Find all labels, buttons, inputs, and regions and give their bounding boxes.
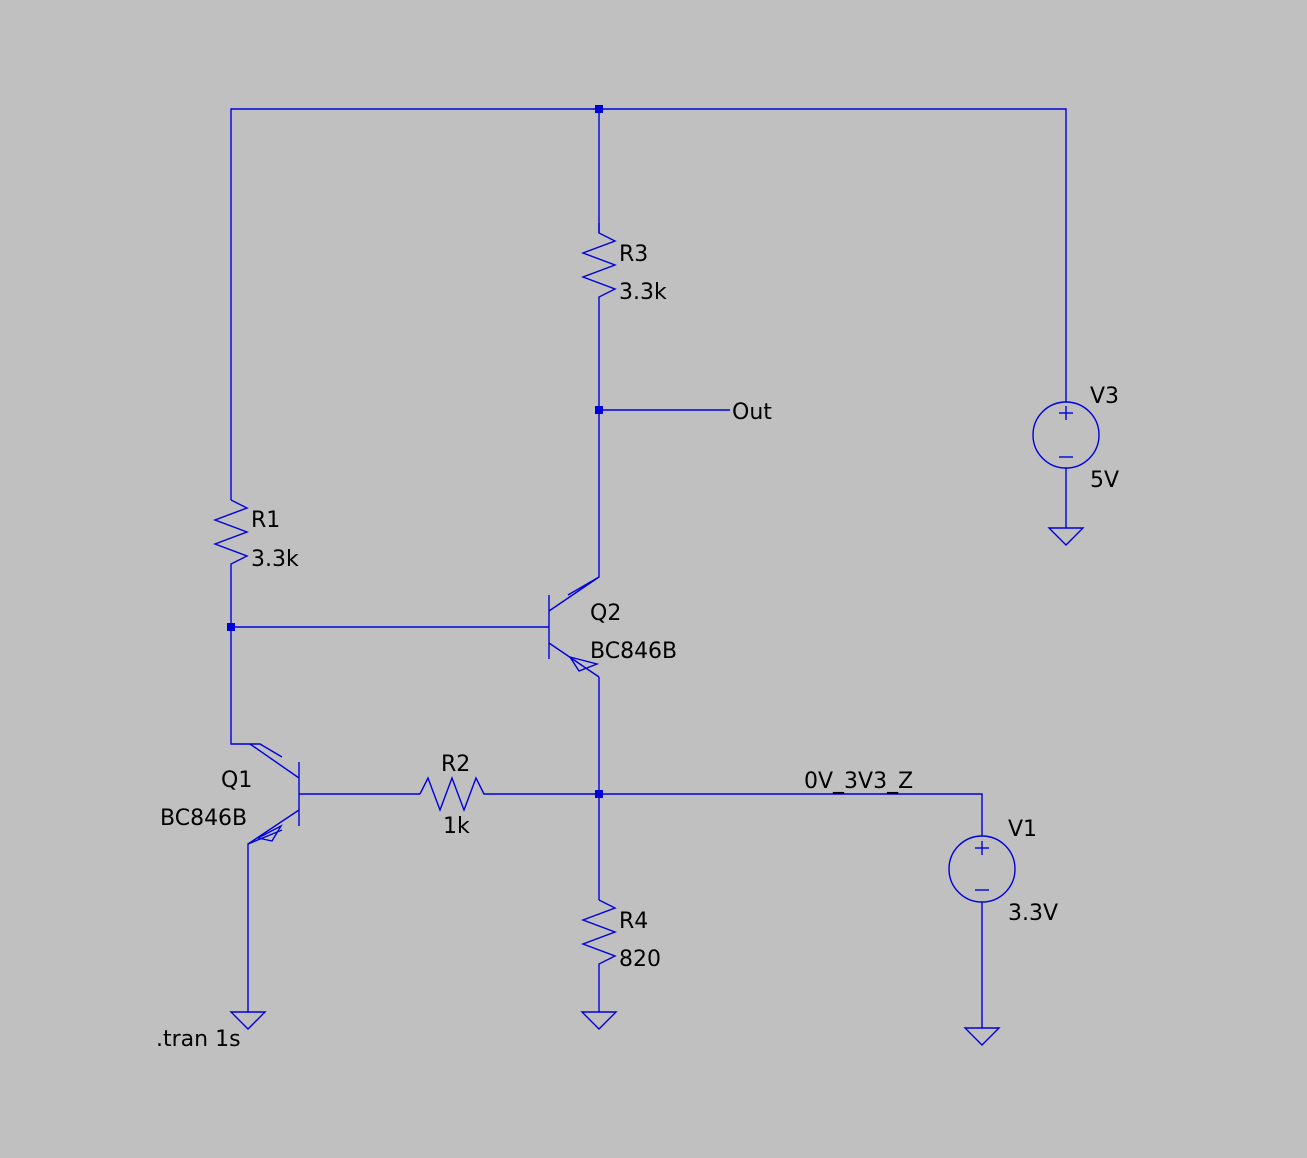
junction-dot <box>595 105 603 113</box>
voltage-source-v1-value: 3.3V <box>1008 901 1058 926</box>
resistor-r4[interactable]: R4 820 <box>581 899 661 972</box>
resistor-r3-name: R3 <box>619 242 648 267</box>
resistor-r4-symbol <box>581 899 617 970</box>
voltage-source-v3-body <box>1032 401 1100 469</box>
resistor-r2-name: R2 <box>441 752 470 777</box>
wire-r1-q1-collector <box>230 570 283 758</box>
resistor-r4-value: 820 <box>619 947 661 972</box>
wire-r2-v1 <box>490 793 983 836</box>
resistor-r1-value: 3.3k <box>251 547 299 572</box>
wires <box>230 108 1067 1028</box>
transistor-q2-emitter <box>548 642 600 678</box>
ground-icon <box>1047 527 1085 546</box>
transistor-q1-model: BC846B <box>160 806 247 831</box>
transistor-q2-collector <box>548 576 600 612</box>
ground-icon <box>229 1011 267 1030</box>
wire-top-rail <box>230 108 1067 500</box>
resistor-r1-symbol <box>213 499 249 570</box>
transistor-q1-emitter <box>247 809 300 845</box>
resistor-r3-value: 3.3k <box>619 280 667 305</box>
grounds <box>229 527 1085 1046</box>
resistor-r4-name: R4 <box>619 909 648 934</box>
voltage-source-v1-name: V1 <box>1008 817 1037 842</box>
resistor-r3-symbol <box>581 223 617 302</box>
wire-q1-emitter <box>247 829 283 1012</box>
voltage-source-v3-name: V3 <box>1090 384 1119 409</box>
transistor-q2[interactable]: Q2 BC846B <box>548 576 677 678</box>
transistor-q2-name: Q2 <box>590 601 621 626</box>
junction-dot <box>227 623 235 631</box>
resistor-r2-value: 1k <box>443 814 470 839</box>
net-label-input[interactable]: 0V_3V3_Z <box>804 769 913 794</box>
ground-icon <box>580 1011 618 1030</box>
voltage-source-v1-body <box>948 835 1016 903</box>
voltage-source-v1[interactable]: V1 3.3V <box>948 817 1058 926</box>
net-label-out[interactable]: Out <box>732 400 772 425</box>
resistor-r2[interactable]: R2 1k <box>419 752 490 839</box>
junction-dot <box>595 790 603 798</box>
wire-r3-q2-collector <box>567 302 600 596</box>
transistor-q1-collector <box>249 743 300 779</box>
resistor-r1[interactable]: R1 3.3k <box>213 499 299 572</box>
voltage-source-v3-value: 5V <box>1090 468 1119 493</box>
voltage-source-v3[interactable]: V3 5V <box>1032 384 1119 493</box>
junctions <box>227 105 603 798</box>
junction-dot <box>595 406 603 414</box>
transistor-q1-arrow <box>257 824 283 842</box>
transistor-q2-model: BC846B <box>590 639 677 664</box>
resistor-r2-symbol <box>419 776 490 812</box>
transistor-q1[interactable]: Q1 BC846B <box>160 743 300 845</box>
resistor-r3[interactable]: R3 3.3k <box>581 223 667 305</box>
resistor-r1-name: R1 <box>251 508 280 533</box>
ground-icon <box>963 1027 1001 1046</box>
transistor-q1-name: Q1 <box>221 768 252 793</box>
transistor-q2-arrow <box>569 656 600 672</box>
spice-directive[interactable]: .tran 1s <box>156 1027 241 1052</box>
